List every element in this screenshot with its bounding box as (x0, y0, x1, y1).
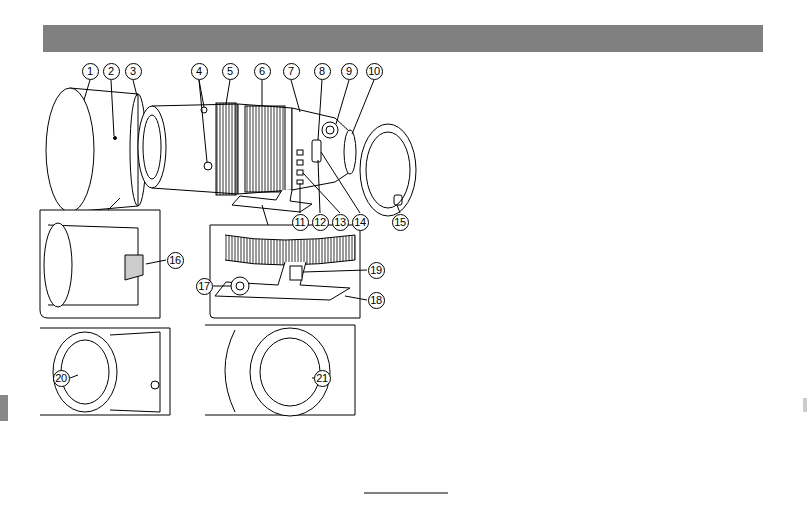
callout-number: 5 (222, 63, 239, 80)
callout-number: 9 (341, 63, 358, 80)
callout-number: 8 (314, 63, 331, 80)
callout-number: 17 (196, 278, 213, 295)
callout-number: 4 (191, 63, 208, 80)
callout-number: 1 (82, 63, 99, 80)
callout-number: 7 (283, 63, 300, 80)
callout-number: 21 (314, 370, 331, 387)
callout-number: 10 (366, 63, 383, 80)
callout-number: 16 (167, 252, 184, 269)
callout-number: 13 (332, 214, 349, 231)
callout-number: 11 (292, 214, 309, 231)
callout-number: 18 (368, 292, 385, 309)
callout-number: 6 (254, 63, 271, 80)
callout-number: 14 (352, 214, 369, 231)
callout-number: 3 (125, 63, 142, 80)
callout-number: 20 (53, 370, 70, 387)
callout-number: 2 (103, 63, 120, 80)
callout-number: 15 (392, 214, 409, 231)
callout-number: 19 (368, 262, 385, 279)
callout-number: 12 (312, 214, 329, 231)
